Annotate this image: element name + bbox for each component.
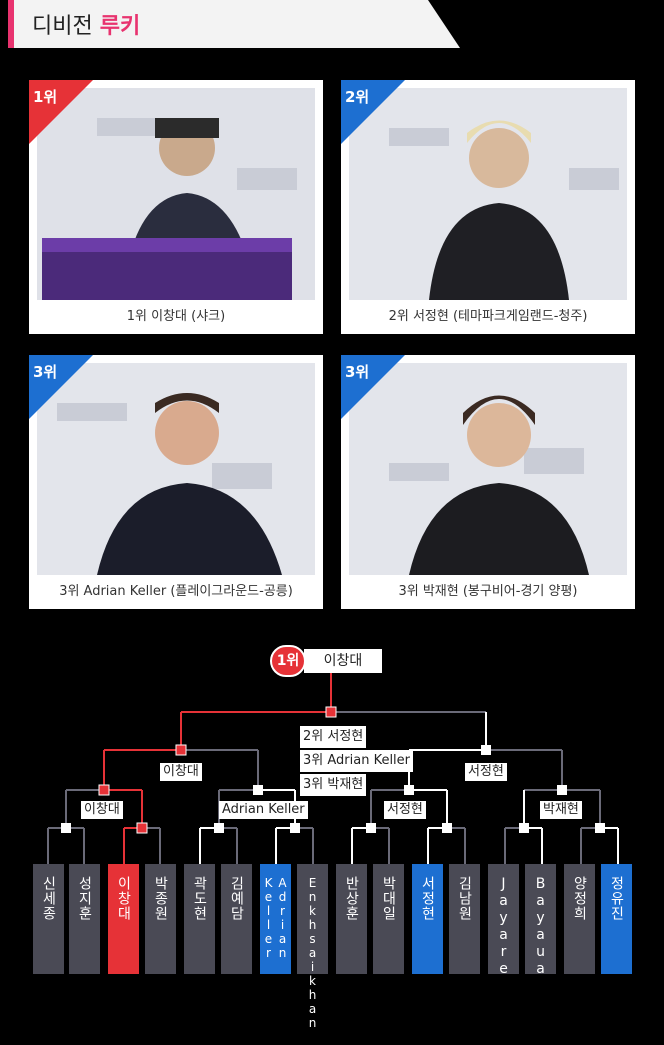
player-slot: 반상훈	[336, 864, 367, 974]
rank-badge: 2위	[341, 80, 405, 144]
champion-name: 이창대	[304, 649, 382, 673]
podium-summary: 2위 서정현 3위 Adrian Keller 3위 박재현	[296, 724, 417, 798]
player-slot-third: 정유진	[601, 864, 632, 974]
player-slot: 양정희	[564, 864, 595, 974]
winner-caption: 3위 Adrian Keller (플레이그라운드-공릉)	[59, 584, 293, 599]
player-slot: 성지훈	[69, 864, 100, 974]
quarter-label: Adrian Keller	[219, 801, 308, 819]
player-slot: Enkhsaikhan	[297, 864, 328, 1030]
winner-caption: 2위 서정현 (테마파크게임랜드-청주)	[388, 309, 588, 324]
quarter-label: 이창대	[81, 801, 123, 819]
header-tab	[8, 0, 460, 48]
page-title: 디비전 루키	[32, 14, 141, 39]
player-slot: Jayare	[488, 864, 519, 978]
player-slot: 박대일	[373, 864, 404, 974]
photo-placeholder	[37, 363, 315, 575]
summary-line: 3위 Adrian Keller	[300, 750, 414, 772]
player-slot: 곽도현	[184, 864, 215, 974]
player-slot: 김남원	[449, 864, 480, 974]
player-slot: 김예담	[221, 864, 252, 974]
semi-label: 이창대	[160, 763, 202, 781]
semi-label: 서정현	[465, 763, 507, 781]
quarter-label: 서정현	[384, 801, 426, 819]
winner-card-3: 3위 3위 Adrian Keller (플레이그라운드-공릉)	[29, 355, 323, 609]
champion-rank-badge: 1위	[270, 645, 306, 677]
summary-line: 2위 서정현	[300, 726, 367, 748]
winner-card-1: 1위 1위 이창대 (샤크)	[29, 80, 323, 334]
photo-placeholder	[37, 88, 315, 300]
header-accent-bar	[8, 0, 14, 48]
quarter-label: 박재현	[540, 801, 582, 819]
winner-caption: 3위 박재현 (봉구비어-경기 양평)	[398, 584, 578, 599]
summary-line: 3위 박재현	[300, 774, 367, 796]
winner-photo-3	[37, 363, 315, 575]
rank-badge: 1위	[29, 80, 93, 144]
winner-photo-2	[349, 88, 627, 300]
player-slot: 신세종	[33, 864, 64, 974]
page-title-accent: 루키	[99, 14, 141, 39]
photo-placeholder	[349, 88, 627, 300]
player-slot-runner-up: 서정현	[412, 864, 443, 974]
winner-card-2: 2위 2위 서정현 (테마파크게임랜드-청주)	[341, 80, 635, 334]
winner-photo-1	[37, 88, 315, 300]
rank-badge: 3위	[341, 355, 405, 419]
tournament-bracket-lines	[47, 672, 619, 864]
player-slot: 박종원	[145, 864, 176, 974]
player-slot: Bayaua	[525, 864, 556, 978]
winner-card-4: 3위 3위 박재현 (봉구비어-경기 양평)	[341, 355, 635, 609]
winner-caption: 1위 이창대 (샤크)	[126, 309, 226, 324]
header: 디비전 루키	[0, 0, 664, 50]
winner-photo-4	[349, 363, 627, 575]
player-slot-champion: 이창대	[108, 864, 139, 974]
rank-badge: 3위	[29, 355, 93, 419]
photo-placeholder	[349, 363, 627, 575]
